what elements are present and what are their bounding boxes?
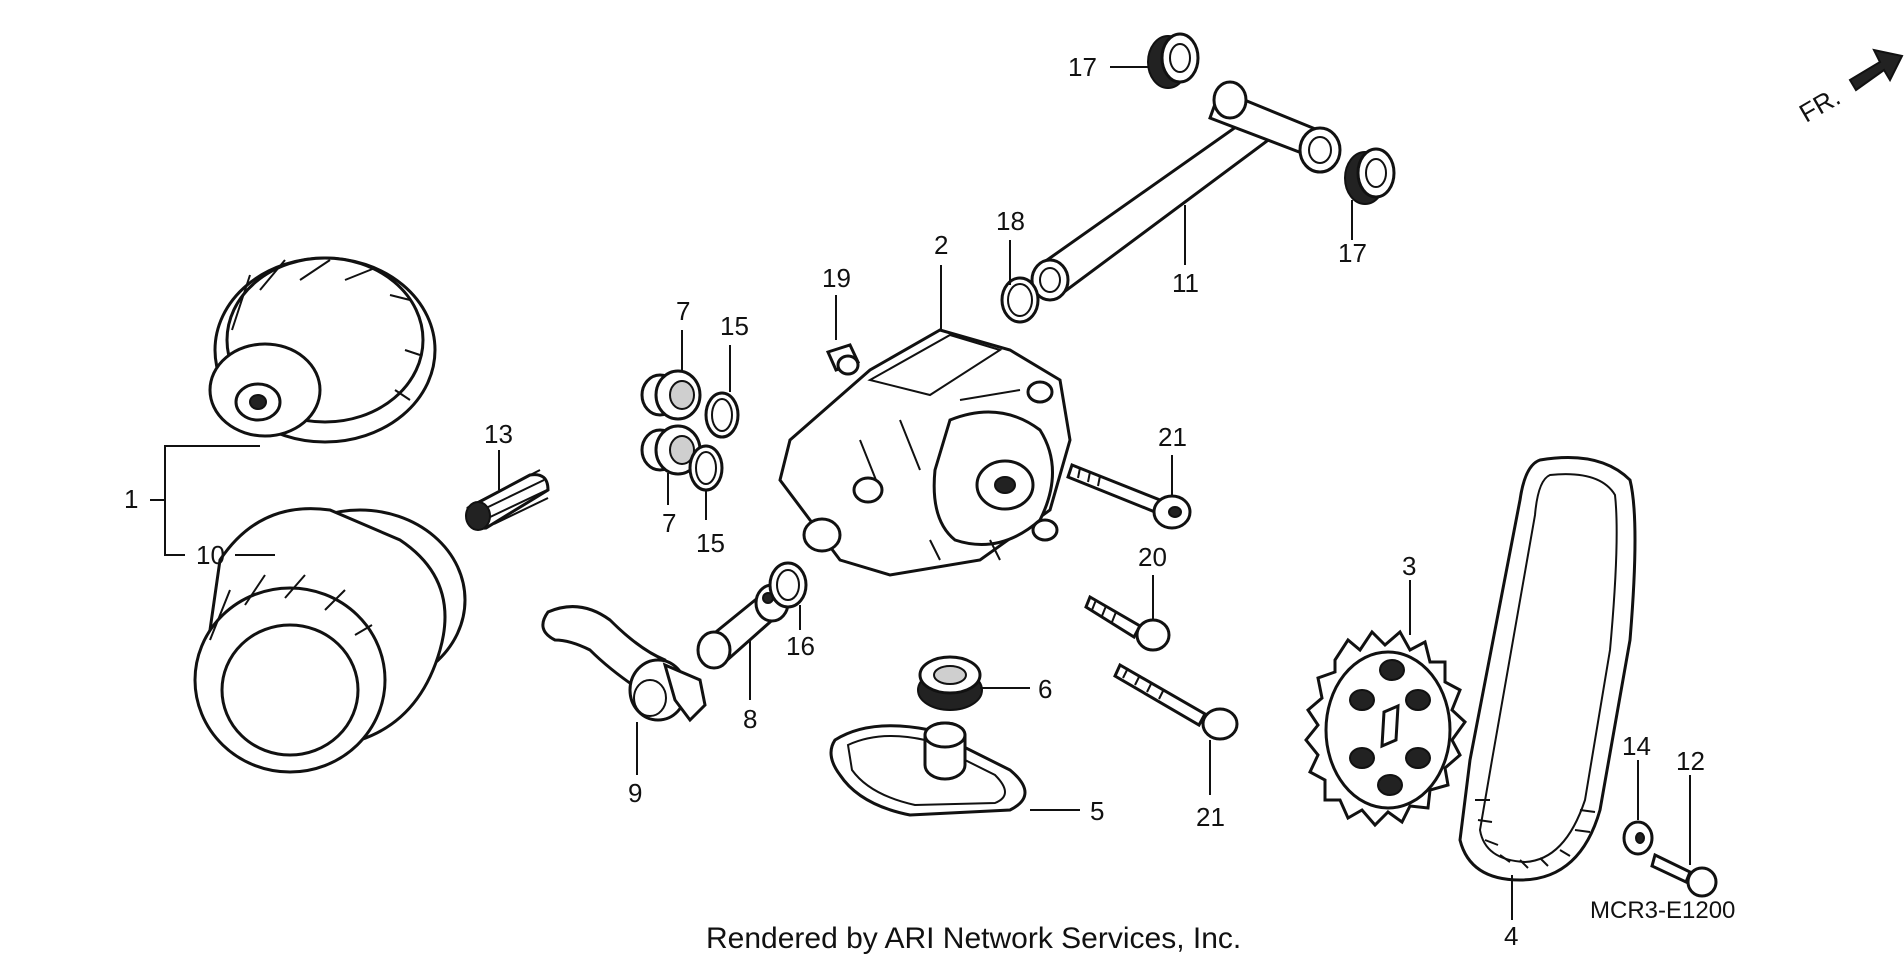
- callout-6[interactable]: 6: [1038, 674, 1052, 704]
- flange-bolt-part[interactable]: [1113, 662, 1239, 741]
- callout-1[interactable]: 1: [124, 484, 138, 514]
- oil-filter-part[interactable]: [193, 507, 467, 774]
- flange-bolt-part[interactable]: [1084, 594, 1171, 652]
- drive-chain-part[interactable]: [1458, 456, 1637, 882]
- callout-11[interactable]: 11: [1172, 268, 1199, 298]
- collar-part[interactable]: [640, 424, 702, 476]
- front-direction-arrow-icon: [1848, 48, 1904, 92]
- pipe-cap-part[interactable]: [1344, 147, 1396, 205]
- dowel-pin-part[interactable]: [825, 343, 861, 376]
- callout-17-right[interactable]: 17: [1338, 238, 1367, 268]
- callout-7-top[interactable]: 7: [676, 296, 690, 326]
- o-ring-part[interactable]: [688, 444, 724, 492]
- callout-14[interactable]: 14: [1622, 731, 1651, 761]
- callout-12[interactable]: 12: [1676, 746, 1705, 776]
- callout-9[interactable]: 9: [628, 778, 642, 808]
- callout-19[interactable]: 19: [822, 263, 851, 293]
- callout-4[interactable]: 4: [1504, 921, 1518, 951]
- callout-10[interactable]: 10: [196, 540, 225, 570]
- strainer-cover-part[interactable]: [829, 721, 1027, 817]
- sprocket-bolt-part[interactable]: [1650, 852, 1718, 898]
- sprocket-part[interactable]: [1304, 629, 1467, 828]
- callout-3[interactable]: 3: [1402, 551, 1416, 581]
- callout-21-lower[interactable]: 21: [1196, 802, 1225, 832]
- callout-15-bottom[interactable]: 15: [696, 528, 725, 558]
- callout-13[interactable]: 13: [484, 419, 513, 449]
- diagram-code: MCR3-E1200: [1590, 897, 1735, 924]
- callout-17-top[interactable]: 17: [1068, 52, 1097, 82]
- direction-label: FR.: [1794, 81, 1845, 128]
- collar-part[interactable]: [640, 369, 702, 421]
- pipe-cap-part[interactable]: [1147, 32, 1200, 89]
- oil-seal-part[interactable]: [917, 655, 983, 711]
- oil-pipe-part[interactable]: [1030, 80, 1342, 302]
- callout-7-bottom[interactable]: 7: [662, 508, 676, 538]
- oil-pump-part[interactable]: [778, 328, 1072, 577]
- flange-bolt-part[interactable]: [1066, 463, 1192, 530]
- o-ring-part[interactable]: [704, 391, 740, 439]
- oil-strainer-part[interactable]: [541, 605, 707, 723]
- callout-5[interactable]: 5: [1090, 796, 1104, 826]
- threaded-nipple-part[interactable]: [465, 469, 550, 531]
- footer-credit: Rendered by ARI Network Services, Inc.: [706, 922, 1241, 955]
- callout-15-top[interactable]: 15: [720, 311, 749, 341]
- callout-20[interactable]: 20: [1138, 542, 1167, 572]
- o-ring-part[interactable]: [1000, 276, 1040, 324]
- callout-8[interactable]: 8: [743, 704, 757, 734]
- oil-filter-cap-part[interactable]: [208, 256, 437, 444]
- callout-16[interactable]: 16: [786, 631, 815, 661]
- washer-part[interactable]: [1622, 820, 1654, 856]
- o-ring-part[interactable]: [768, 561, 808, 609]
- callout-2[interactable]: 2: [934, 230, 948, 260]
- callout-18[interactable]: 18: [996, 206, 1025, 236]
- callout-21-upper[interactable]: 21: [1158, 422, 1187, 452]
